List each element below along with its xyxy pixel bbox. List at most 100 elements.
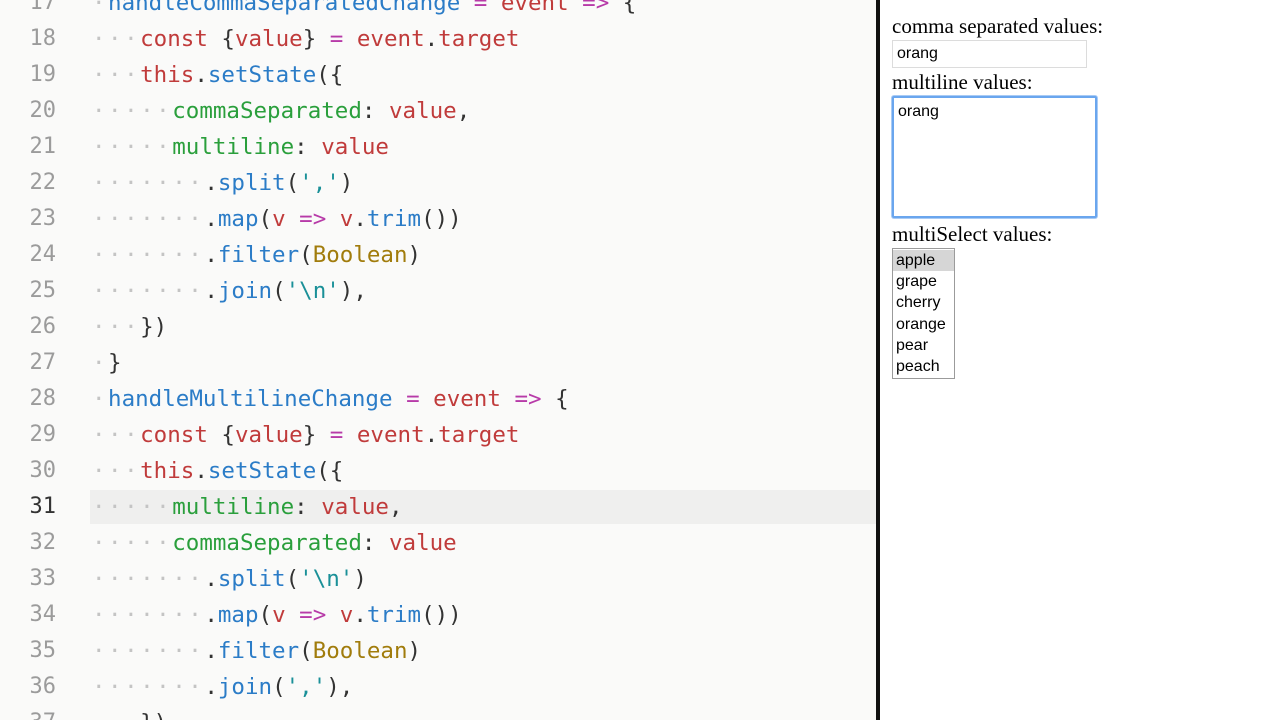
code-line[interactable]: 32·····commaSeparated: value — [0, 525, 876, 561]
code-token: target — [438, 422, 520, 448]
code-token: { — [207, 422, 235, 448]
code-line[interactable]: 21·····multiline: value — [0, 129, 876, 165]
code-token: trim — [366, 602, 422, 628]
option-cherry[interactable]: cherry — [896, 294, 941, 312]
code-line[interactable]: 24·······.filter(Boolean) — [0, 237, 876, 273]
option-grape[interactable]: grape — [896, 273, 937, 291]
indent-guide: ······· — [92, 638, 205, 664]
code-text: ···const {value} = event.target — [92, 417, 519, 453]
code-line[interactable]: 19···this.setState({ — [0, 57, 876, 93]
comma-separated-input[interactable] — [892, 40, 1087, 68]
code-token — [460, 0, 474, 16]
code-token: commaSeparated — [172, 98, 362, 124]
code-token: split — [217, 566, 286, 592]
option-orange[interactable]: orange — [896, 315, 946, 333]
code-line[interactable]: 18 ···const {value} = event.target — [0, 21, 876, 57]
option-pear[interactable]: pear — [896, 336, 929, 354]
code-token: { — [541, 386, 569, 412]
code-line[interactable]: 25·······.join('\n'), — [0, 273, 876, 309]
line-number: 36 — [29, 674, 57, 699]
line-number: 29 — [29, 422, 57, 447]
indent-guide: ······· — [92, 674, 205, 700]
line-number: 26 — [29, 314, 57, 339]
code-token: . — [204, 206, 218, 232]
code-token: }) — [140, 710, 167, 720]
code-token: ( — [299, 638, 313, 664]
code-token — [286, 206, 300, 232]
code-text: ·····commaSeparated: value, — [92, 93, 470, 129]
code-text: ·····multiline: value — [92, 129, 389, 165]
code-line[interactable]: 29 ···const {value} = event.target — [0, 417, 876, 453]
code-text: ·······.join(','), — [92, 669, 353, 705]
indent-guide: ······· — [92, 170, 205, 196]
code-token: ( — [258, 206, 273, 232]
option-apple[interactable]: apple — [893, 250, 954, 272]
code-line[interactable]: 35·······.filter(Boolean) — [0, 633, 876, 669]
indent-guide: ····· — [92, 494, 173, 520]
code-line[interactable]: 30···this.setState({ — [0, 453, 876, 489]
indent-guide: ······· — [92, 602, 205, 628]
code-token: filter — [217, 242, 300, 268]
code-token: Boolean — [312, 638, 408, 664]
code-token: multiline — [172, 494, 295, 520]
code-token — [343, 26, 357, 52]
code-line[interactable]: 17·handleCommaSeparatedChange = event =>… — [0, 0, 876, 21]
indent-guide: ······· — [92, 242, 205, 268]
code-line[interactable]: 20·····commaSeparated: value, — [0, 93, 876, 129]
code-line[interactable]: 31·····multiline: value, — [0, 489, 876, 525]
code-token: => — [582, 0, 610, 16]
code-line[interactable]: 37···}) — [0, 705, 876, 720]
code-token: join — [217, 674, 273, 700]
code-line[interactable]: 22 ·······.split(',') — [0, 165, 876, 201]
code-token: . — [204, 602, 218, 628]
code-text: ···}) — [92, 705, 167, 720]
code-token: } — [302, 26, 330, 52]
code-token: '\n' — [299, 566, 354, 592]
code-token: ( — [299, 242, 313, 268]
code-token: multiline — [172, 134, 295, 160]
code-line[interactable]: 27·} — [0, 345, 876, 381]
indent-guide: ··· — [92, 314, 141, 340]
pane-divider[interactable] — [876, 0, 880, 720]
code-text: ···const {value} = event.target — [92, 21, 519, 57]
code-token: event — [500, 0, 569, 16]
code-token: trim — [366, 206, 422, 232]
code-token: value — [321, 494, 389, 520]
line-number: 18 — [29, 26, 57, 51]
indent-guide: ··· — [92, 26, 141, 52]
code-token: event — [356, 26, 425, 52]
code-line[interactable]: 28 ·handleMultilineChange = event => { — [0, 381, 876, 417]
code-token: event — [433, 386, 501, 412]
code-text: ·······.split(',') — [92, 165, 353, 201]
code-token — [420, 386, 434, 412]
code-token: = — [329, 422, 344, 448]
indent-guide: ··· — [92, 62, 141, 88]
line-number: 28 — [29, 386, 57, 411]
code-token: . — [194, 458, 208, 484]
code-line[interactable]: 34·······.map(v => v.trim()) — [0, 597, 876, 633]
code-token — [393, 386, 407, 412]
code-line[interactable]: 23·······.map(v => v.trim()) — [0, 201, 876, 237]
code-token: ), — [339, 278, 367, 304]
line-number: 25 — [29, 278, 57, 303]
multiline-textarea[interactable]: orang — [892, 96, 1097, 218]
option-peach[interactable]: peach — [896, 357, 940, 375]
line-number: 22 — [29, 170, 57, 195]
code-token: v — [339, 602, 354, 628]
code-token: event — [356, 422, 425, 448]
code-token: handleCommaSeparatedChange — [108, 0, 461, 16]
code-token: . — [204, 278, 218, 304]
code-token: = — [329, 26, 344, 52]
indent-guide: ······· — [92, 206, 205, 232]
code-token: commaSeparated — [172, 530, 362, 556]
indent-guide: · — [92, 0, 109, 16]
code-editor[interactable]: 17·handleCommaSeparatedChange = event =>… — [0, 0, 876, 720]
code-line[interactable]: 33·······.split('\n') — [0, 561, 876, 597]
code-token: . — [204, 242, 218, 268]
code-text: ·handleMultilineChange = event => { — [92, 381, 569, 417]
code-line[interactable]: 36 ·······.join(','), — [0, 669, 876, 705]
code-token: target — [438, 26, 520, 52]
code-token: v — [339, 206, 354, 232]
code-line[interactable]: 26···}) — [0, 309, 876, 345]
